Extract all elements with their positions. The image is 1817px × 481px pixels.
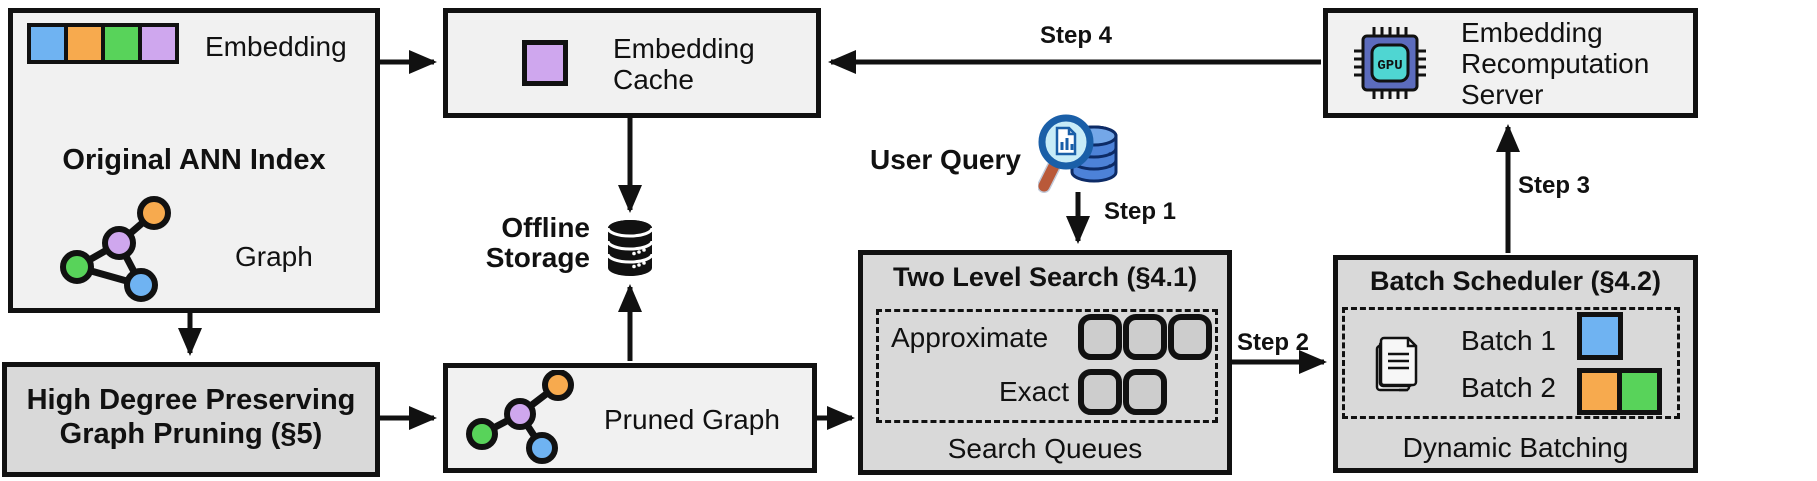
dynamic-batching-panel: Batch 1 Batch 2 [1342,307,1680,419]
documents-icon [1375,336,1418,392]
cache-label-line1: Embedding [613,33,755,64]
offline-storage-line1: Offline [501,212,590,243]
queue-slot-icon [1078,369,1122,415]
graph-pruning-line1: High Degree Preserving [26,384,356,416]
step1-label: Step 1 [1104,198,1177,225]
batch-scheduler-box: Batch Scheduler (§4.2) Batch 1 Batch 2 D… [1333,255,1698,473]
batch2-label: Batch 2 [1461,372,1556,403]
embedding-cell-green-icon [101,23,142,64]
original-ann-index-box: Embedding Original ANN Index Graph [8,8,380,313]
step3-label: Step 3 [1518,172,1591,199]
offline-storage-label: Offline Storage [440,213,590,273]
server-line1: Embedding [1461,17,1603,48]
graph-label: Graph [235,241,313,272]
approximate-label: Approximate [891,322,1049,353]
embedding-cell-purple-icon [138,23,179,64]
database-storage-icon [606,220,654,276]
dynamic-batching-caption: Dynamic Batching [1402,432,1629,463]
svg-text:GPU: GPU [1377,58,1402,74]
queue-slot-icon [1078,314,1122,360]
two-level-search-box: Two Level Search (§4.1) Approximate Exac… [858,250,1232,475]
server-line3: Server [1461,79,1544,110]
queue-slot-icon [1123,369,1167,415]
graph-pruning-box: High Degree Preserving Graph Pruning (§5… [2,362,380,477]
two-level-search-title: Two Level Search (§4.1) [892,262,1198,292]
offline-storage-line2: Storage [485,242,590,273]
cache-label-line2: Cache [613,64,694,95]
user-query-label: User Query [870,144,1021,175]
search-queues-panel: Approximate Exact [876,309,1218,423]
batch1-label: Batch 1 [1461,325,1556,356]
batch1-cell-blue-icon [1577,312,1623,360]
pruned-graph-icon [466,370,574,464]
batch1-cells-icon [1577,312,1623,360]
step4-label: Step 4 [1040,22,1113,49]
query-search-icon [1038,114,1118,193]
batch-scheduler-title: Batch Scheduler (§4.2) [1369,266,1662,296]
queue-slot-icon [1123,314,1167,360]
approximate-queue-icon [1078,314,1212,360]
embedding-strip-icon [27,23,179,64]
exact-queue-icon [1078,369,1167,415]
server-line2: Recomputation [1461,48,1650,79]
exact-label: Exact [999,376,1070,407]
pruned-graph-box: Pruned Graph [443,363,817,473]
graph-pruning-line2: Graph Pruning (§5) [59,418,323,450]
batch2-cell-orange-icon [1577,368,1622,415]
embedding-label: Embedding [205,31,347,62]
queue-slot-icon [1168,314,1212,360]
embedding-cache-box: Embedding Cache [443,8,821,118]
embedding-cell-blue-icon [27,23,68,64]
server-label: Embedding Recomputation Server [1461,17,1649,110]
batch2-cell-green-icon [1617,368,1662,415]
embedding-cell-orange-icon [64,23,105,64]
step2-label: Step 2 [1237,329,1310,356]
search-queues-caption: Search Queues [947,433,1143,464]
gpu-chip-icon: GPU [1354,27,1426,99]
pruned-graph-label: Pruned Graph [604,404,780,435]
original-index-title: Original ANN Index [62,144,326,176]
recomputation-server-box: GPU Embedding Recomputation Server [1323,8,1698,118]
batch2-cells-icon [1577,368,1662,415]
graph-icon [60,196,171,302]
cached-embedding-cell-icon [522,40,568,86]
graph-pruning-title: High Degree Preserving Graph Pruning (§5… [7,383,375,451]
